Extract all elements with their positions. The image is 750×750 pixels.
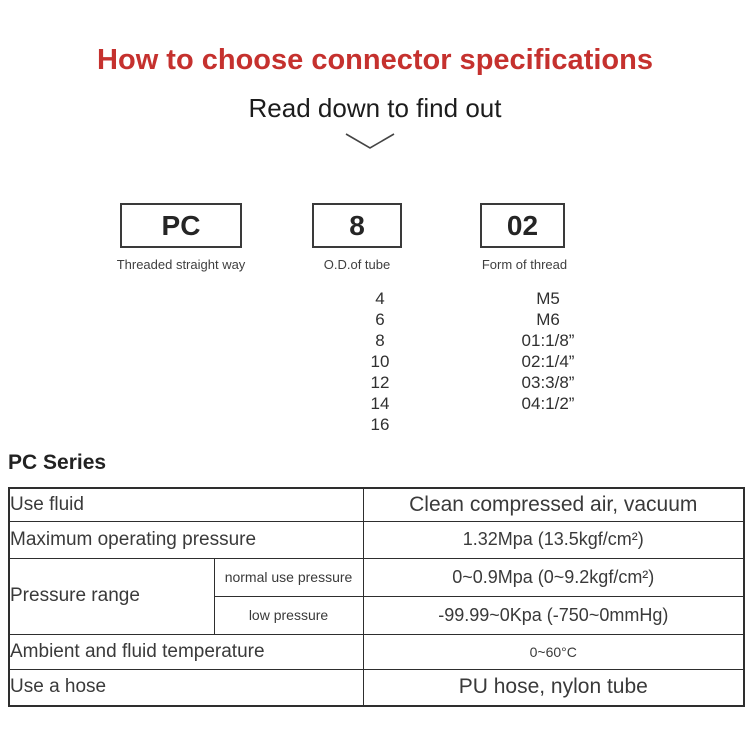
table-row: low pressure -99.99~0Kpa (-750~0mmHg) <box>9 595 745 635</box>
spec-value-use-fluid: Clean compressed air, vacuum <box>362 487 745 522</box>
spec-sublabel-low-pressure: low pressure <box>213 595 364 635</box>
tube-od-option: 8 <box>375 331 385 350</box>
table-row: Maximum operating pressure 1.32Mpa (13.5… <box>8 520 745 559</box>
label-series: Threaded straight way <box>116 257 246 272</box>
table-row: Ambient and fluid temperature 0~60°C <box>8 633 745 670</box>
tube-od-option: 10 <box>370 352 390 371</box>
code-box-thread-form: 02 <box>480 203 565 248</box>
thread-form-option: M6 <box>536 310 560 329</box>
tube-od-options: 4 6 8 10 12 14 16 <box>320 288 440 435</box>
spec-sublabel-normal-pressure: normal use pressure <box>213 557 364 597</box>
thread-form-option: 01:1/8” <box>521 331 575 350</box>
series-section-title: PC Series <box>8 451 107 474</box>
table-row: Use fluid Clean compressed air, vacuum <box>8 487 745 522</box>
spec-label-temperature: Ambient and fluid temperature <box>8 633 364 670</box>
spec-label-use-fluid: Use fluid <box>8 487 364 522</box>
spec-value-max-pressure: 1.32Mpa (13.5kgf/cm²) <box>362 520 745 559</box>
spec-value-hose: PU hose, nylon tube <box>362 668 745 707</box>
code-thread-form-text: 02 <box>506 209 539 241</box>
label-tube-od: O.D.of tube <box>323 257 391 272</box>
spec-value-low-pressure: -99.99~0Kpa (-750~0mmHg) <box>362 595 745 635</box>
spec-value-normal-pressure: 0~0.9Mpa (0~9.2kgf/cm²) <box>362 557 745 597</box>
chevron-down-icon <box>345 133 395 149</box>
table-row: Use a hose PU hose, nylon tube <box>8 668 745 707</box>
spec-label-max-pressure: Maximum operating pressure <box>8 520 364 559</box>
code-series-text: PC <box>161 209 201 241</box>
thread-form-option: 02:1/4” <box>521 352 575 371</box>
tube-od-option: 12 <box>370 373 390 392</box>
spec-value-temperature: 0~60°C <box>362 633 745 670</box>
tube-od-option: 4 <box>375 289 385 308</box>
thread-form-option: 04:1/2” <box>521 394 575 413</box>
tube-od-option: 6 <box>375 310 385 329</box>
thread-form-option: 03:3/8” <box>521 373 575 392</box>
spec-label-hose: Use a hose <box>8 668 364 707</box>
thread-form-option: M5 <box>536 289 560 308</box>
page-title: How to choose connector specifications <box>97 44 653 76</box>
page-subtitle: Read down to find out <box>248 93 502 123</box>
spec-label-pressure-range: Pressure range <box>8 557 215 635</box>
tube-od-option: 16 <box>370 415 390 434</box>
tube-od-option: 14 <box>370 394 390 413</box>
label-thread-form: Form of thread <box>481 257 568 272</box>
code-box-tube-od: 8 <box>312 203 402 248</box>
code-tube-od-text: 8 <box>349 209 365 241</box>
code-box-series: PC <box>120 203 242 248</box>
spec-table: Use fluid Clean compressed air, vacuum M… <box>8 487 746 707</box>
thread-form-options: M5 M6 01:1/8” 02:1/4” 03:3/8” 04:1/2” <box>478 288 618 414</box>
table-row: Pressure range normal use pressure 0~0.9… <box>8 557 745 635</box>
